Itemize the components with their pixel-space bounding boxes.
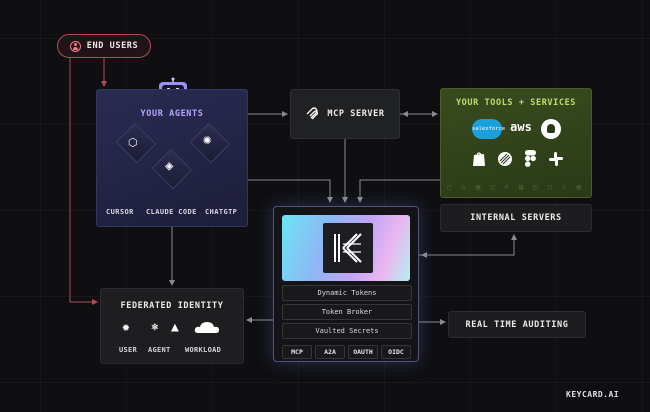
agent-label-chatgpt: CHATGTP bbox=[205, 208, 238, 216]
figma-icon bbox=[523, 150, 537, 171]
federated-identity-title: FEDERATED IDENTITY bbox=[120, 301, 224, 311]
keycard-logo-icon bbox=[323, 223, 373, 273]
triangle-icon: ▲ bbox=[171, 320, 179, 335]
gear-badge-icon: ✹ bbox=[122, 320, 130, 335]
real-time-auditing-node[interactable]: REAL TIME AUDITING bbox=[448, 311, 586, 338]
protocol-oauth: OAUTH bbox=[348, 345, 378, 359]
end-users-label: END USERS bbox=[86, 41, 139, 51]
mcp-server-node[interactable]: MCP SERVER bbox=[290, 89, 400, 139]
agents-panel: YOUR AGENTS ⬡ ✺ ◈ bbox=[96, 89, 248, 227]
protocol-oidc: OIDC bbox=[381, 345, 411, 359]
github-icon bbox=[541, 119, 561, 139]
mcp-server-label: MCP SERVER bbox=[327, 109, 385, 119]
tools-decorative-pattern: ▢ ⌂ ▤ ◫ ⌗ ▥ ◰ ▢ ⌂ ▤ ◫ ⌗ ▥ ◰ ▢ bbox=[447, 183, 585, 191]
protocol-mcp: MCP bbox=[282, 345, 312, 359]
wire-hub-to-internal bbox=[419, 234, 517, 256]
internal-servers-node[interactable]: INTERNAL SERVERS bbox=[440, 204, 592, 232]
tools-title: YOUR TOOLS + SERVICES bbox=[455, 98, 577, 108]
agents-title: YOUR AGENTS bbox=[140, 109, 204, 119]
agent-label-claude-code: CLAUDE CODE bbox=[146, 208, 197, 216]
chatgpt-cube-icon: ◈ bbox=[165, 158, 174, 174]
protocol-a2a: A2A bbox=[315, 345, 345, 359]
shopify-icon bbox=[471, 151, 487, 171]
cloud-icon bbox=[193, 321, 221, 337]
linear-icon bbox=[497, 151, 513, 171]
federated-label-workload: WORKLOAD bbox=[185, 346, 222, 354]
hub-row-token-broker: Token Broker bbox=[282, 304, 412, 320]
cursor-cube-icon: ⬡ bbox=[128, 136, 138, 149]
agent-label-cursor: CURSOR bbox=[106, 208, 134, 216]
salesforce-icon: salesforce bbox=[472, 119, 505, 139]
user-icon bbox=[69, 40, 81, 52]
slack-icon bbox=[547, 151, 565, 171]
mcp-icon bbox=[306, 107, 319, 120]
brand-label: KEYCARD.AI bbox=[566, 390, 620, 399]
federated-label-agent: AGENT bbox=[148, 346, 171, 354]
federated-label-user: USER bbox=[119, 346, 138, 354]
hub-row-vaulted-secrets: Vaulted Secrets bbox=[282, 323, 412, 339]
federated-identity-panel: FEDERATED IDENTITY ✹ ⎈ ▲ USER AGENT WORK… bbox=[100, 288, 244, 364]
wire-endusers-to-federated bbox=[69, 58, 98, 305]
auditing-label: REAL TIME AUDITING bbox=[465, 319, 569, 330]
internal-servers-label: INTERNAL SERVERS bbox=[470, 213, 562, 223]
kubernetes-icon: ⎈ bbox=[151, 320, 159, 335]
tools-panel: YOUR TOOLS + SERVICES salesforce aws ▢ ⌂… bbox=[440, 88, 592, 198]
aws-icon: aws bbox=[510, 120, 532, 134]
hub-row-dynamic-tokens: Dynamic Tokens bbox=[282, 285, 412, 301]
claude-asterisk-icon: ✺ bbox=[203, 132, 212, 148]
wire-agents-to-hub bbox=[248, 179, 333, 203]
keycard-hub: Dynamic Tokens Token Broker Vaulted Secr… bbox=[273, 206, 419, 362]
wire-tools-to-hub bbox=[357, 179, 440, 203]
end-users-node[interactable]: END USERS bbox=[57, 34, 151, 58]
